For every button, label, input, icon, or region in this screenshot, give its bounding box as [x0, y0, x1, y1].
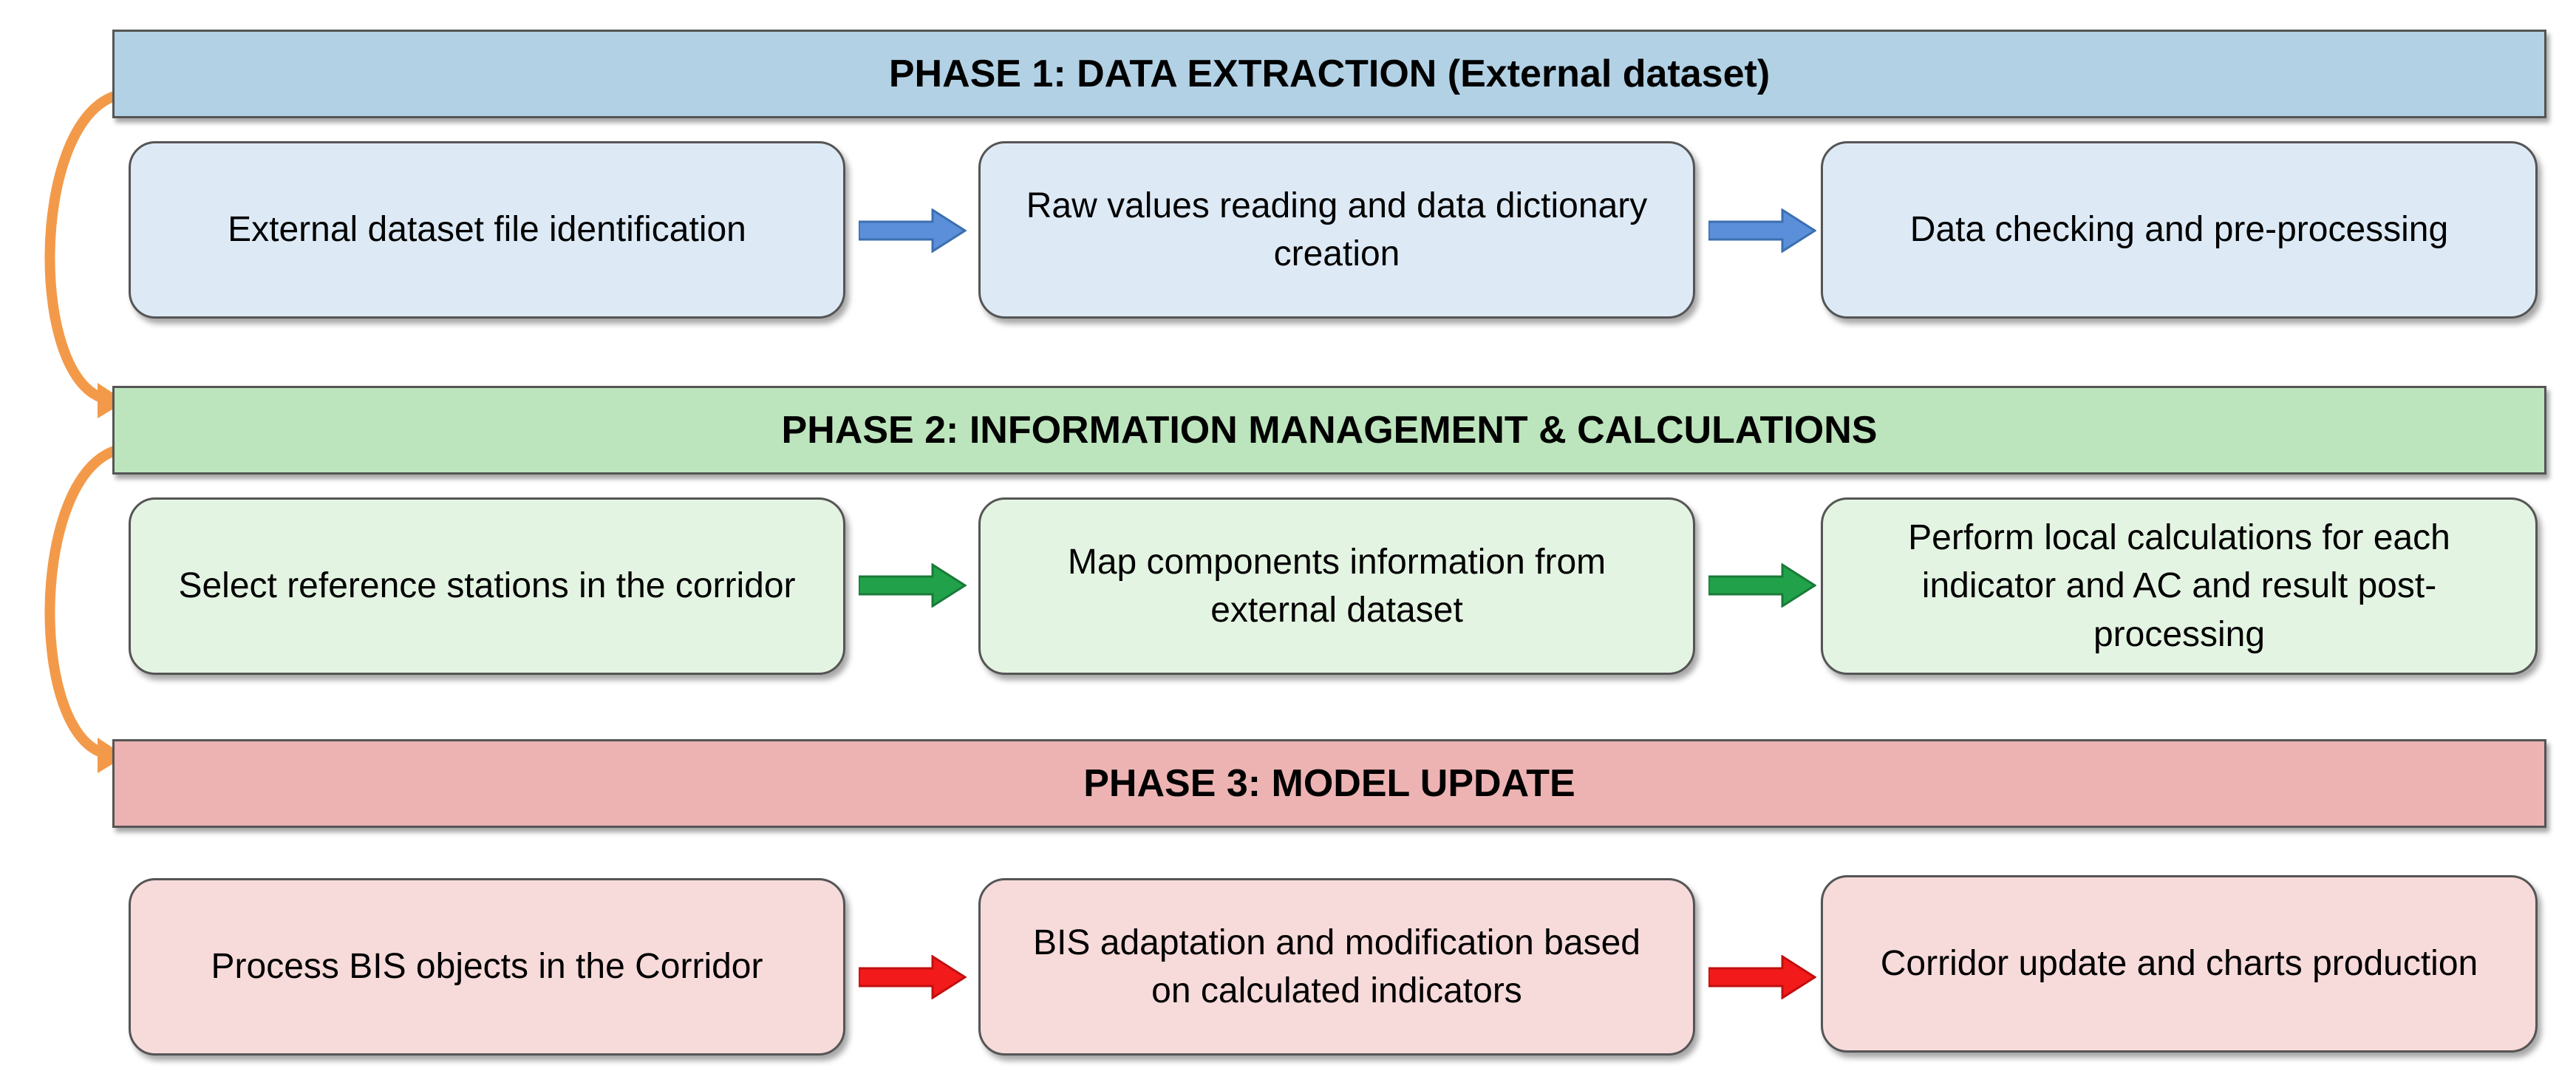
- phase2-arrow-2: [1708, 563, 1816, 608]
- phase3-title-bar: PHASE 3: MODEL UPDATE: [112, 739, 2546, 828]
- phase2-step2-label: Map components information from external…: [1067, 542, 1606, 630]
- phase3-step2-label: BIS adaptation and modification based on…: [1033, 922, 1640, 1010]
- phase1-title-bar: PHASE 1: DATA EXTRACTION (External datas…: [112, 30, 2546, 118]
- phase1-step2-label: Raw values reading and data dictionary c…: [1026, 186, 1648, 273]
- phase1-step2-box: Raw values reading and data dictionary c…: [978, 141, 1695, 319]
- phase2-title-bar: PHASE 2: INFORMATION MANAGEMENT & CALCUL…: [112, 386, 2546, 475]
- phase3-arrow-1: [859, 955, 967, 999]
- phase2-step3-label: Perform local calculations for each indi…: [1908, 518, 2450, 654]
- phase1-arrow-1: [859, 208, 967, 253]
- phase1-step1-label: External dataset file identification: [228, 210, 746, 250]
- phase3-step2-box: BIS adaptation and modification based on…: [978, 878, 1695, 1056]
- phase1-step3-label: Data checking and pre-processing: [1909, 210, 2449, 250]
- phase3-arrow-2: [1708, 955, 1816, 999]
- phase1-to-phase2-connector: [44, 91, 126, 418]
- phase2-title: PHASE 2: INFORMATION MANAGEMENT & CALCUL…: [781, 409, 1878, 452]
- phase2-step1-box: Select reference stations in the corrido…: [129, 497, 845, 675]
- phase3-title: PHASE 3: MODEL UPDATE: [1083, 762, 1575, 805]
- phase3-step3-label: Corridor update and charts production: [1880, 944, 2478, 984]
- phase1-step1-box: External dataset file identification: [129, 141, 845, 319]
- phase1-title: PHASE 1: DATA EXTRACTION (External datas…: [888, 52, 1771, 95]
- phase3-step1-box: Process BIS objects in the Corridor: [129, 878, 845, 1056]
- phase3-step1-label: Process BIS objects in the Corridor: [211, 947, 763, 987]
- phase1-arrow-2: [1708, 208, 1816, 253]
- phase1-step3-box: Data checking and pre-processing: [1821, 141, 2538, 319]
- phase2-arrow-1: [859, 563, 967, 608]
- phase2-step2-box: Map components information from external…: [978, 497, 1695, 675]
- phase2-step1-label: Select reference stations in the corrido…: [178, 566, 796, 606]
- phase2-to-phase3-connector: [44, 446, 126, 773]
- phase3-step3-box: Corridor update and charts production: [1821, 875, 2538, 1053]
- phase2-step3-box: Perform local calculations for each indi…: [1821, 497, 2538, 675]
